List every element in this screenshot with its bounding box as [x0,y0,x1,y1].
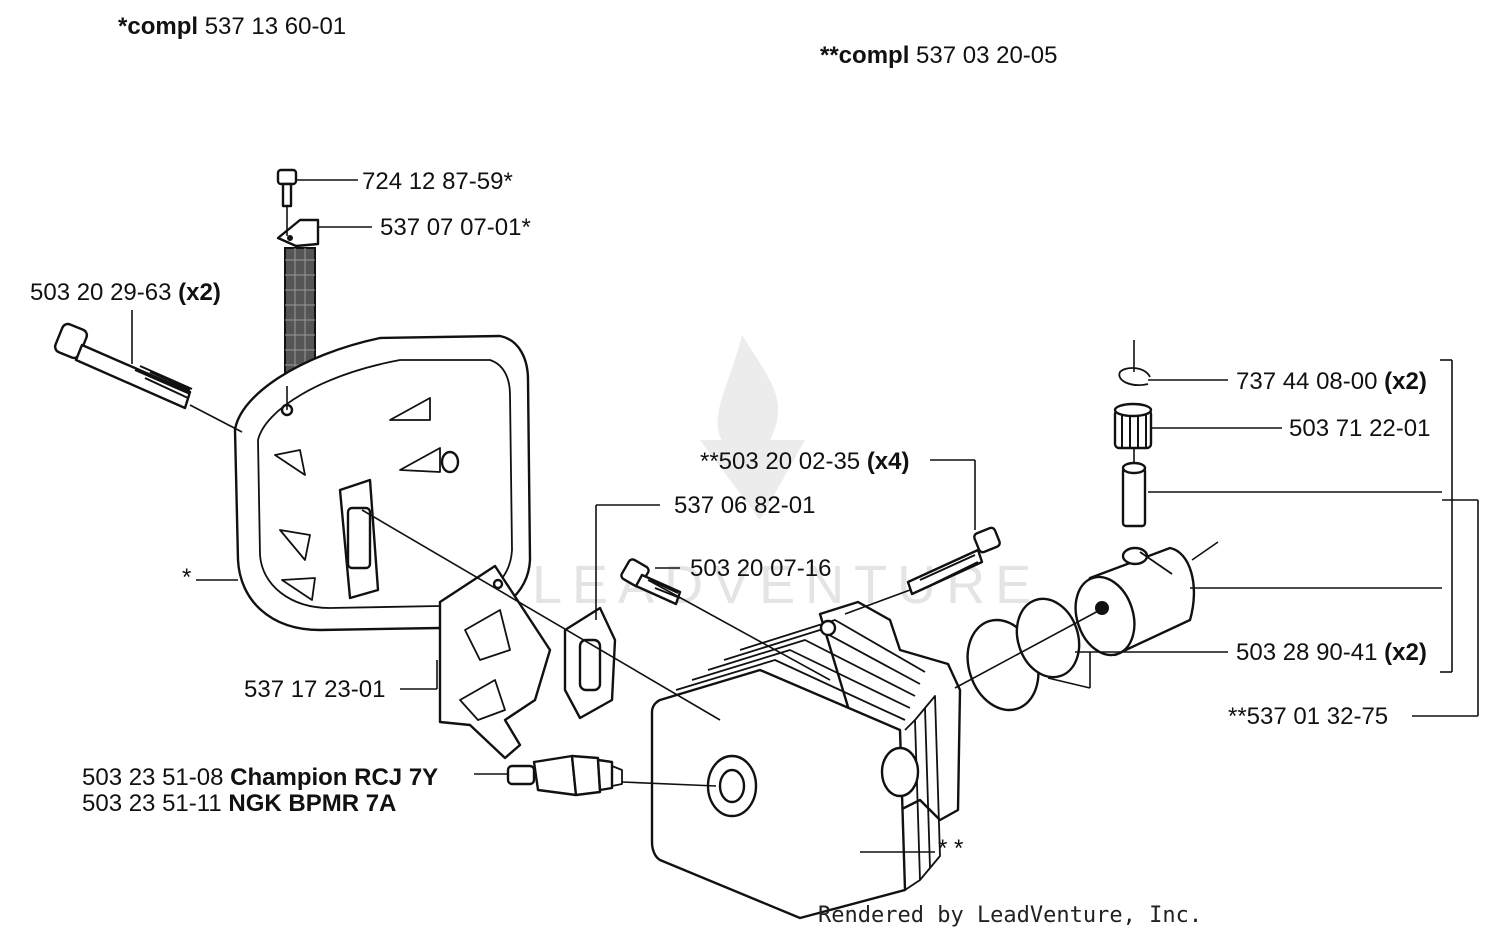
needle-bearing-icon [1113,402,1153,450]
cylinder-icon [650,600,962,920]
label-muffler-bolt-code: 503 20 29-63 [30,279,171,306]
circlip-icon [1118,367,1151,386]
leader-lines [131,179,1479,853]
chevron-watermark-icon [700,440,805,520]
label-cyl-screw-code: **503 20 02-35 [700,448,860,475]
label-circlip-qty: (x2) [1384,368,1427,395]
label-plug-champion: 503 23 51-08 Champion RCJ 7Y [82,764,438,791]
label-heat-shield: 537 17 23-01 [244,676,385,703]
label-circlip-code: 737 44 08-00 [1236,368,1377,395]
gasket-icon [563,606,617,720]
label-plug-ngk: 503 23 51-11 NGK BPMR 7A [82,790,396,817]
cylinder-screw-icon [906,526,1001,596]
compl-left-bold: *compl [118,13,198,40]
label-plug-champion-code: 503 23 51-08 [82,764,223,791]
flame-watermark-icon [717,335,779,455]
label-bracket-top: 537 07 07-01* [380,214,531,241]
compl-left-code: 537 13 60-01 [205,13,346,40]
label-screw-top: 724 12 87-59* [362,168,513,195]
piston-icon [1074,546,1196,657]
compl-right-bold: **compl [820,42,909,69]
label-plug-ngk-code: 503 23 51-11 [82,790,222,817]
label-cylinder-star: * * [938,835,963,862]
compl-right-header: **compl 537 03 20-05 [820,42,1058,69]
label-rings-code: 503 28 90-41 [1236,639,1377,666]
compl-left-header: *compl 537 13 60-01 [118,13,346,40]
muffler-bolt-icon [53,322,193,410]
label-muffler-star: * [182,564,191,591]
compl-right-code: 537 03 20-05 [916,42,1057,69]
label-gasket: 537 06 82-01 [674,492,815,519]
label-muffler-bolt-qty: (x2) [178,279,221,306]
label-muffler-bolt: 503 20 29-63 (x2) [30,279,221,306]
small-bolt-icon [620,558,682,606]
label-circlip: 737 44 08-00 (x2) [1236,368,1427,395]
label-bearing: 503 71 22-01 [1289,415,1430,442]
top-screw-icon [276,168,298,208]
label-rings: 503 28 90-41 (x2) [1236,639,1427,666]
label-cyl-screw-qty: (x4) [867,448,910,475]
label-rings-qty: (x2) [1384,639,1427,666]
spark-plug-icon [506,754,623,797]
footer-credit: Rendered by LeadVenture, Inc. [818,903,1202,928]
piston-pin-icon [1121,461,1147,528]
muffler-icon [233,334,532,632]
label-piston-kit: **537 01 32-75 [1228,703,1388,730]
label-plug-ngk-model: NGK BPMR 7A [228,790,396,817]
label-cyl-screw: **503 20 02-35 (x4) [700,448,910,475]
heat-shield-icon [438,564,552,760]
label-bolt-small: 503 20 07-16 [690,555,831,582]
label-plug-champion-model: Champion RCJ 7Y [230,764,438,791]
